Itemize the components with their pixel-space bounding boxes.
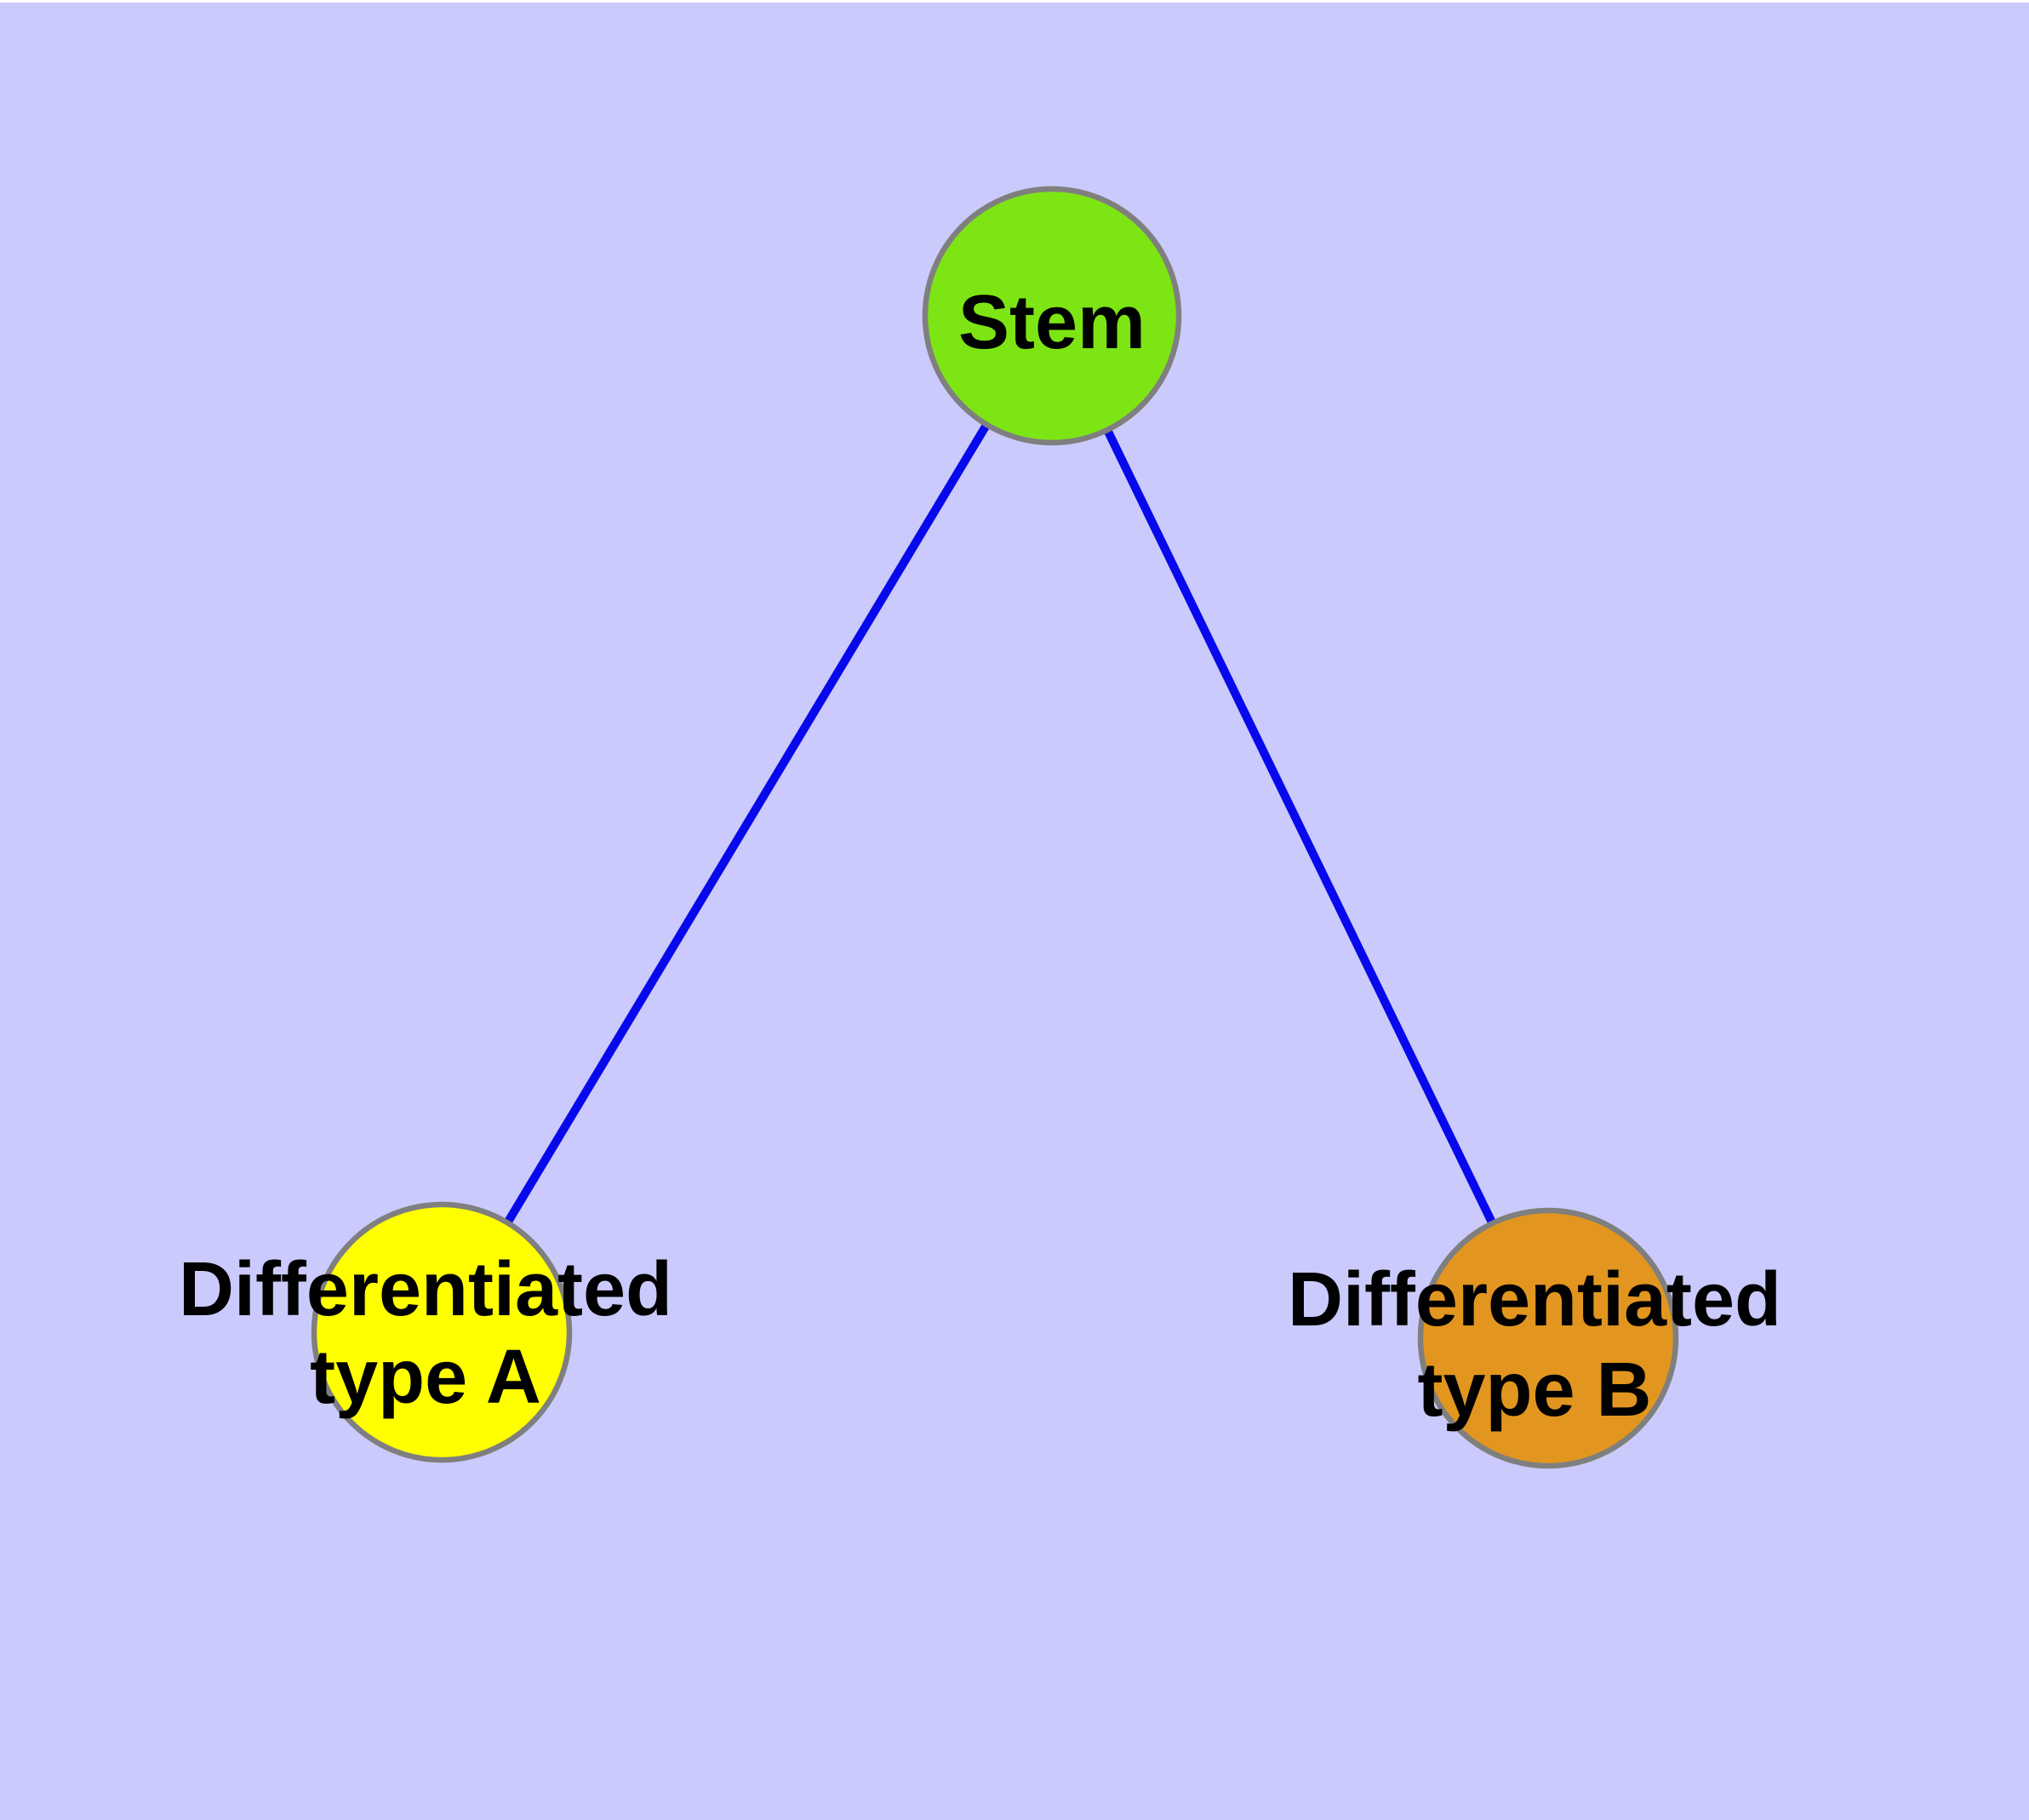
node-stem (922, 186, 1182, 446)
node-label-type-b-line1: Differentiated (1288, 1257, 1781, 1342)
node-differentiated-type-b (1417, 1207, 1679, 1469)
top-margin-strip (0, 0, 2029, 3)
edge-stem-to-type-b (1048, 313, 1552, 1341)
edge-stem-to-type-a (437, 313, 1056, 1335)
node-label-stem: Stem (958, 280, 1146, 365)
node-label-type-a-line1: Differentiated (179, 1247, 672, 1332)
node-differentiated-type-a (311, 1201, 573, 1463)
node-label-type-b-line2: type B (1417, 1348, 1651, 1433)
node-label-type-a-line2: type A (310, 1335, 541, 1420)
